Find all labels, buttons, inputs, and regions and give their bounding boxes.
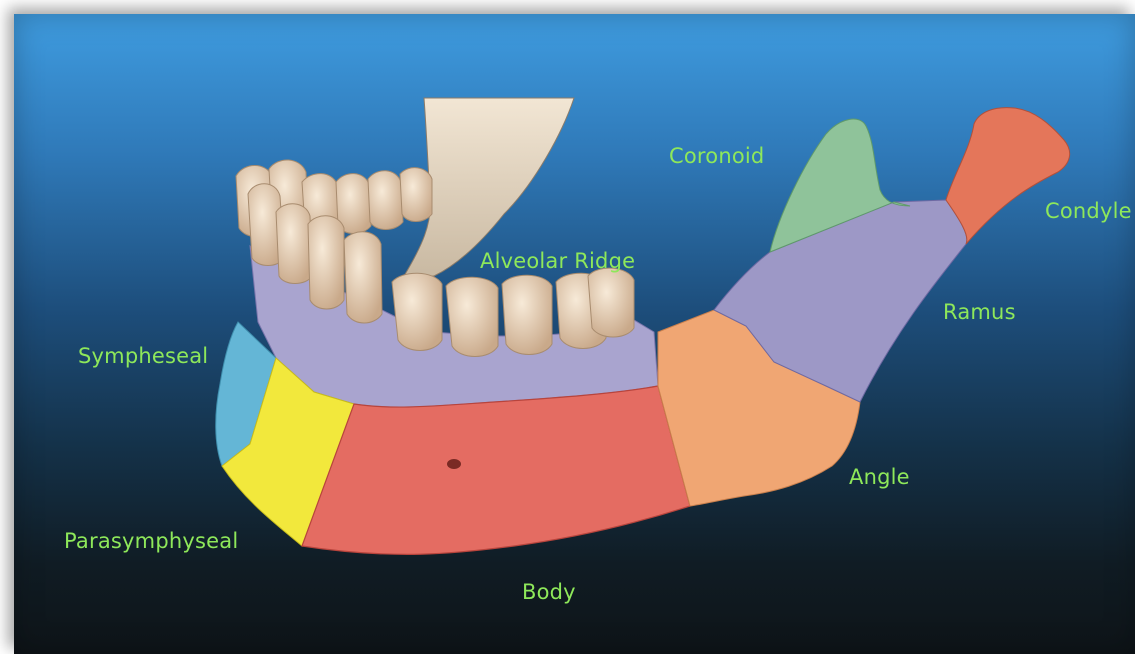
sympheseal-label: Sympheseal <box>78 344 208 368</box>
mental-foramen <box>447 459 461 469</box>
condyle-label: Condyle <box>1045 199 1132 223</box>
body-region <box>302 386 690 554</box>
alveolar-ridge-label: Alveolar Ridge <box>480 249 635 273</box>
coronoid-label: Coronoid <box>669 144 764 168</box>
ramus-label: Ramus <box>943 300 1016 324</box>
parasymphyseal-label: Parasymphyseal <box>64 529 238 553</box>
diagram-frame: Coronoid Condyle Alveolar Ridge Ramus Sy… <box>14 14 1135 654</box>
condyle-region <box>946 108 1070 244</box>
body-label: Body <box>522 580 576 604</box>
angle-label: Angle <box>849 465 910 489</box>
mandible-illustration <box>14 14 1135 654</box>
